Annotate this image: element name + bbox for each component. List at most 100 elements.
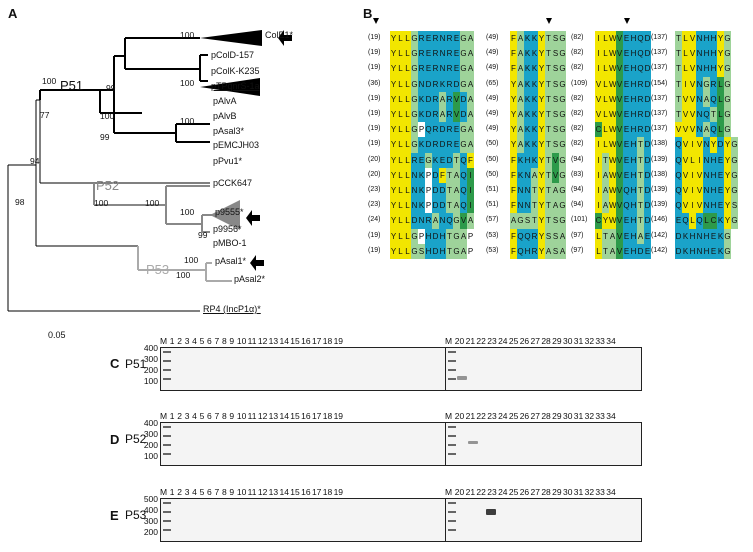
gel-primer-label: P53 [125, 508, 147, 522]
residue-position: (49) [486, 125, 499, 133]
lane-numbers: M 1 2 3 4 5 6 7 8 9 10 11 12 13 14 15 16… [160, 487, 344, 497]
scale-bar-label: 0.05 [48, 330, 66, 340]
residue-position: (101) [571, 216, 588, 224]
gel-image [160, 422, 447, 466]
residue-position: (20) [368, 170, 381, 178]
residue-position: (53) [486, 231, 499, 239]
lane-numbers: M 1 2 3 4 5 6 7 8 9 10 11 12 13 14 15 16… [160, 411, 344, 421]
residue-position: (109) [571, 79, 588, 87]
triangle-marker-icon [373, 18, 379, 24]
gel-image [160, 347, 447, 391]
residue-position: (53) [486, 246, 499, 254]
group-label-p52: P52 [96, 178, 120, 193]
arrow-icon [250, 255, 264, 271]
bootstrap-value: 99 [198, 230, 208, 240]
residue-position: (20) [368, 155, 381, 163]
residue-position: (139) [651, 201, 668, 209]
residue-position: (94) [571, 186, 584, 193]
panel-label-a: A [8, 6, 18, 21]
residue-position: (19) [368, 231, 381, 239]
bootstrap-value: 100 [100, 111, 115, 121]
triangle-marker-icon [546, 18, 552, 24]
residue-position: (137) [651, 94, 668, 102]
taxon-label: pMBO-1 [213, 238, 247, 248]
residue-position: (82) [571, 125, 584, 133]
gel-image [160, 498, 447, 542]
bootstrap-value: 98 [15, 197, 25, 207]
residue-position: (137) [651, 125, 668, 133]
residue-position: (50) [486, 170, 499, 178]
residue-position: (139) [651, 155, 668, 163]
lane-numbers: M 1 2 3 4 5 6 7 8 9 10 11 12 13 14 15 16… [160, 336, 344, 346]
lane-numbers: M 20 21 22 23 24 25 26 27 28 29 30 31 32… [445, 487, 616, 497]
residue-position: (51) [486, 201, 499, 209]
residue-position: (49) [486, 110, 499, 117]
residue-position: (137) [651, 49, 668, 57]
gel-primer-label: P52 [125, 432, 147, 446]
bootstrap-value: 100 [180, 207, 195, 217]
taxon-label: pPvu1* [213, 156, 243, 166]
residue-position: (51) [486, 186, 499, 193]
residue-position: (65) [486, 79, 499, 87]
residue-position: (36) [368, 79, 381, 87]
residue-position: (154) [651, 79, 668, 87]
residue-position: (57) [486, 216, 499, 224]
residue-position: (82) [571, 64, 584, 72]
gel-image [445, 498, 642, 542]
bootstrap-value: 100 [94, 198, 109, 208]
taxon-label: pColD-157 [211, 50, 255, 60]
residue-position: (49) [486, 34, 499, 41]
bootstrap-value: 99 [100, 132, 110, 142]
taxon-label: pAsal2* [234, 274, 266, 284]
triangle-marker-icon [624, 18, 630, 24]
residue-position: (83) [571, 170, 584, 178]
residue-position: (82) [571, 110, 584, 117]
residue-position: (19) [368, 34, 381, 41]
group-label-p53: P53 [146, 262, 170, 277]
pcr-band [486, 509, 496, 515]
residue-position: (82) [571, 34, 584, 41]
gel-primer-label: P51 [125, 357, 147, 371]
panel-label-b: B [363, 6, 373, 21]
group-label-p51: P51 [60, 78, 84, 93]
bootstrap-value: 100 [180, 30, 195, 40]
bootstrap-value: 100 [184, 255, 199, 265]
residue-position: (94) [571, 201, 584, 209]
residue-position: (97) [571, 246, 584, 254]
gel-image [445, 347, 642, 391]
residue-position: (82) [571, 49, 584, 57]
